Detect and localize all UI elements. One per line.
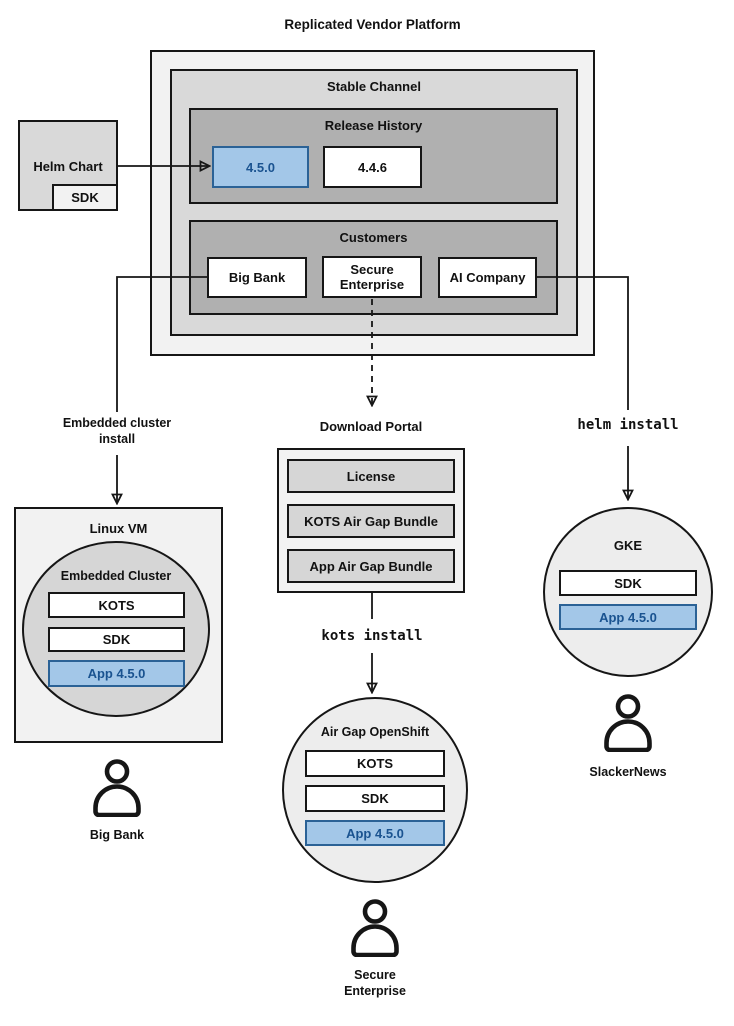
portal-app-bundle-box: App Air Gap Bundle <box>287 549 455 583</box>
release-4-5-0: 4.5.0 <box>212 146 309 188</box>
diagram-title: Replicated Vendor Platform <box>284 17 461 32</box>
big-bank-user-label: Big Bank <box>89 828 145 842</box>
release-history-label: Release History <box>324 118 423 133</box>
linux-vm-app-box: App 4.5.0 <box>48 660 185 687</box>
openshift-app-box: App 4.5.0 <box>305 820 445 846</box>
customer-big-bank: Big Bank <box>207 257 307 298</box>
download-portal-label: Download Portal <box>319 419 423 434</box>
portal-license-box: License <box>287 459 455 493</box>
helm-chart-sdk-box: SDK <box>52 184 118 211</box>
release-4-4-6: 4.4.6 <box>323 146 422 188</box>
helm-chart-label: Helm Chart <box>33 159 103 174</box>
linux-vm-label: Linux VM <box>89 521 148 536</box>
user-icon <box>351 899 399 957</box>
stable-channel-label: Stable Channel <box>327 79 421 94</box>
secure-enterprise-user <box>345 899 405 957</box>
embedded-install-edge-label: Embedded cluster install <box>62 416 172 446</box>
user-icon <box>93 759 141 817</box>
kots-install-edge-label: kots install <box>321 628 423 644</box>
embedded-cluster-label: Embedded Cluster <box>60 569 172 583</box>
customer-ai-company: AI Company <box>438 257 537 298</box>
slackernews-user <box>598 694 658 752</box>
slackernews-user-label: SlackerNews <box>589 765 667 779</box>
air-gap-openshift-label: Air Gap OpenShift <box>320 725 430 739</box>
gke-sdk-box: SDK <box>559 570 697 596</box>
user-icon <box>604 694 652 752</box>
customer-secure-enterprise: Secure Enterprise <box>322 256 422 298</box>
secure-enterprise-user-label: Secure Enterprise <box>344 968 406 998</box>
linux-vm-sdk-box: SDK <box>48 627 185 652</box>
portal-kots-bundle-box: KOTS Air Gap Bundle <box>287 504 455 538</box>
gke-app-box: App 4.5.0 <box>559 604 697 630</box>
linux-vm-kots-box: KOTS <box>48 592 185 618</box>
gke-label: GKE <box>613 538 643 553</box>
big-bank-user <box>87 759 147 817</box>
openshift-sdk-box: SDK <box>305 785 445 812</box>
helm-install-edge-label: helm install <box>577 417 679 433</box>
customers-label: Customers <box>339 230 408 245</box>
openshift-kots-box: KOTS <box>305 750 445 777</box>
